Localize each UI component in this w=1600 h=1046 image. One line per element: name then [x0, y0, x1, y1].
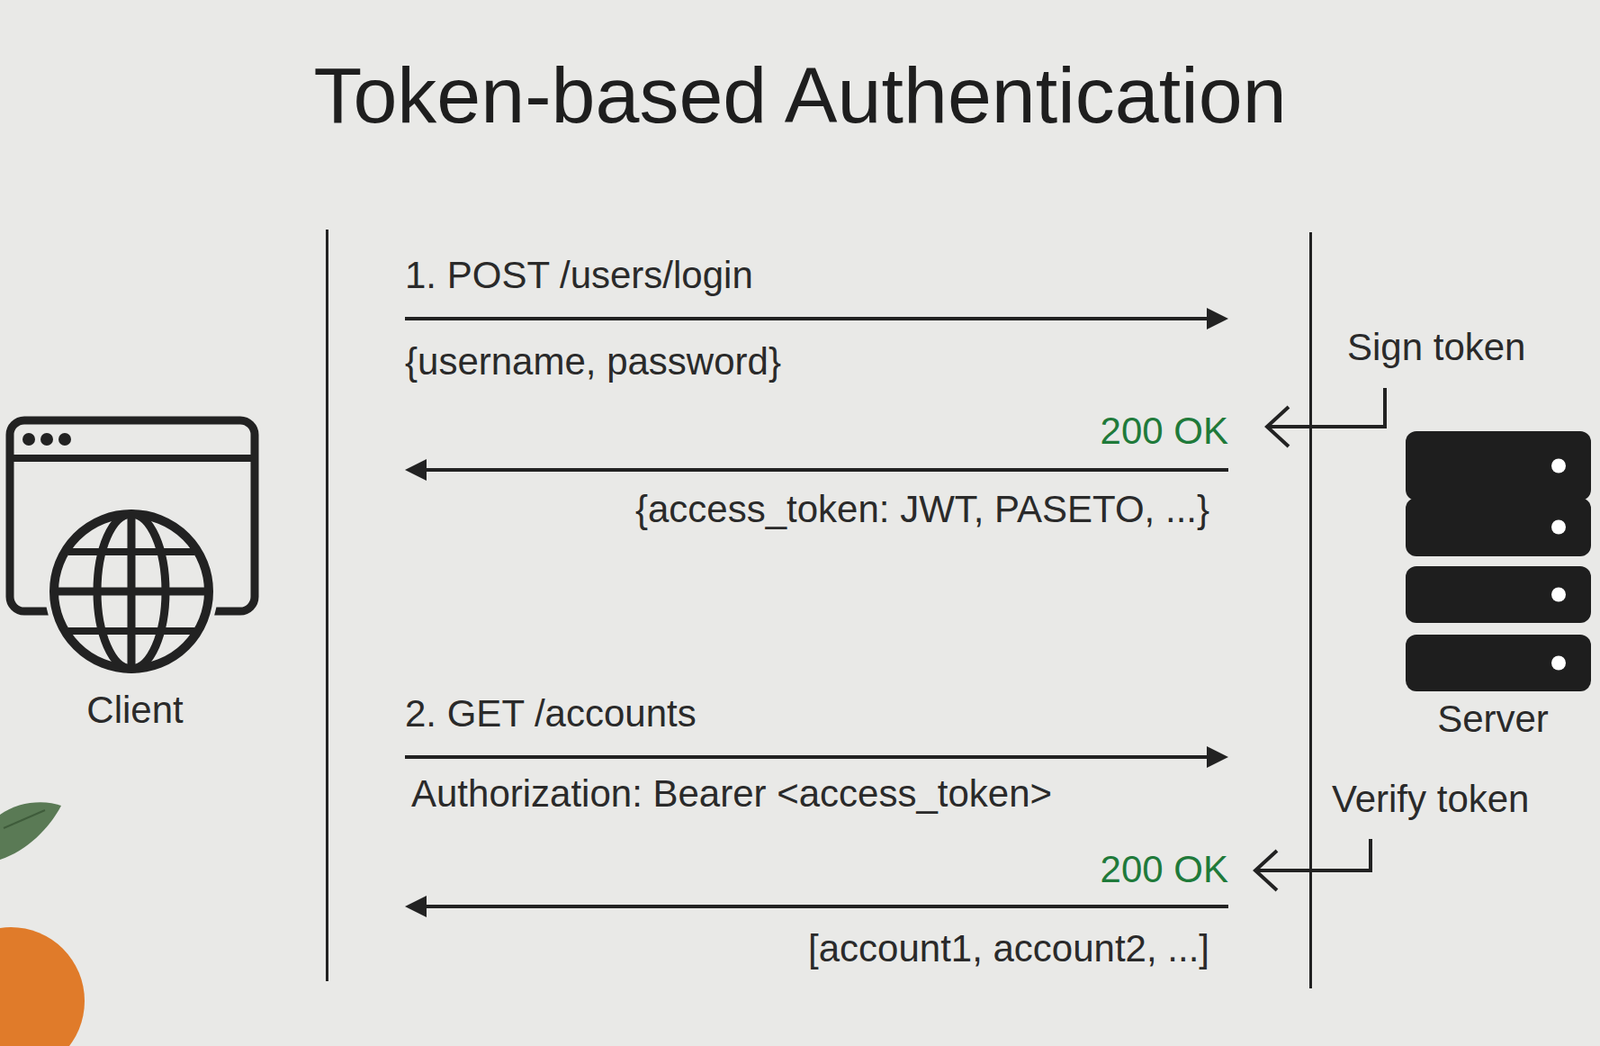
- globe-equator: [53, 587, 209, 596]
- sign-arrowhead: [1267, 406, 1289, 447]
- arrow-line: [404, 755, 1211, 759]
- server-icon: [1403, 429, 1595, 700]
- server-unit: [1405, 566, 1592, 623]
- globe-parallel: [68, 627, 195, 635]
- message-label: 2. GET /accounts: [404, 692, 697, 736]
- arrowhead: [404, 458, 427, 481]
- server-led: [1551, 458, 1566, 474]
- server-led: [1551, 520, 1566, 535]
- node-label: Client: [0, 688, 270, 732]
- response-arrow: [404, 895, 1229, 917]
- response-arrow: [404, 458, 1229, 481]
- arrow-line: [422, 467, 1229, 472]
- server-led: [1551, 587, 1566, 603]
- arrowhead: [1206, 746, 1229, 768]
- server-action: Sign token: [1347, 325, 1526, 369]
- server-led: [1551, 656, 1566, 671]
- client-lifeline: Client: [0, 229, 329, 981]
- sign-bracket: [1267, 387, 1385, 427]
- browser-bar: [9, 454, 255, 462]
- request-header: Authorization: Bearer <access_token>: [411, 772, 1052, 816]
- response-body: {access_token: JWT, PASETO, ...}: [635, 487, 1210, 531]
- arrow-line: [422, 904, 1229, 908]
- request-arrow: [404, 307, 1229, 330]
- server-unit: [1405, 634, 1592, 692]
- leaf-vein: [3, 809, 45, 828]
- browser-dot: [22, 432, 36, 446]
- arrowhead: [404, 895, 427, 917]
- browser-dot: [40, 432, 54, 446]
- globe-parallel: [68, 548, 195, 556]
- client-icon: [5, 414, 267, 694]
- globe-ground: [44, 504, 218, 678]
- globe: [53, 513, 209, 669]
- node-label: Server: [1384, 697, 1600, 741]
- arrow-line: [404, 316, 1211, 321]
- arrowhead: [1206, 307, 1229, 330]
- title: Token-based Authentication: [0, 50, 1600, 141]
- orange-circle: [0, 926, 85, 1046]
- message-label: 200 OK: [1100, 409, 1229, 453]
- request-body: {username, password}: [404, 340, 782, 384]
- response-body: [account1, account2, ...]: [808, 926, 1210, 971]
- message-label: 200 OK: [1100, 847, 1229, 891]
- server-action: Verify token: [1331, 777, 1529, 821]
- browser-dot: [58, 432, 72, 446]
- request-arrow: [404, 746, 1229, 768]
- leaf: [0, 801, 62, 860]
- server-unit: [1405, 431, 1592, 501]
- verify-arrowhead: [1255, 850, 1277, 890]
- server-unit: [1405, 497, 1592, 557]
- message-label: 1. POST /users/login: [404, 253, 754, 297]
